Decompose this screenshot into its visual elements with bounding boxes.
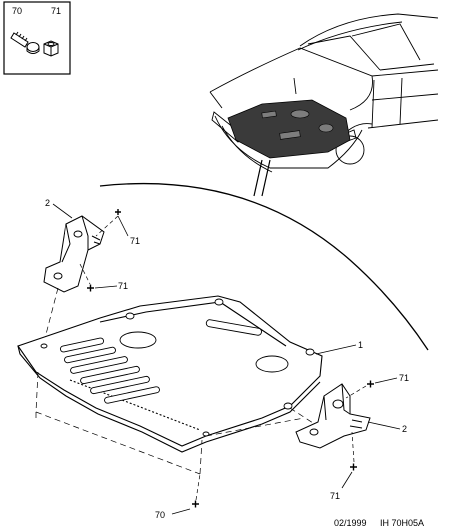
skid-plate-louvres xyxy=(59,319,262,404)
callout-bracket-top: 2 xyxy=(45,198,50,208)
dash-right-screw-1 xyxy=(345,385,367,399)
car-leader xyxy=(253,159,271,197)
dash-bracket-top-to-screw xyxy=(79,263,91,285)
dash-bracket-top-screw xyxy=(95,215,119,237)
leader-front-fixing xyxy=(171,508,191,515)
watermark-line-1: WWW.ILCATS.RU xyxy=(290,166,397,181)
footer-date: 02/1999 xyxy=(334,518,367,528)
leader-skid-plate xyxy=(315,344,357,355)
section-arc xyxy=(99,183,429,351)
screw-cross-top-2 xyxy=(87,284,94,292)
inset-ref-71: 71 xyxy=(51,6,61,16)
skid-plate-fixing-bosses xyxy=(40,298,315,437)
inset-ref-70: 70 xyxy=(12,6,22,16)
callout-screw-top-1: 71 xyxy=(130,236,140,246)
bracket-top-part xyxy=(43,215,105,293)
callout-screw-right-1: 71 xyxy=(399,373,409,383)
callout-skid-plate: 1 xyxy=(358,340,363,350)
leader-screw-right-1 xyxy=(374,377,398,384)
nut-icon xyxy=(43,40,59,57)
callout-screw-top-2: 71 xyxy=(118,281,128,291)
leader-bracket-right xyxy=(367,421,401,430)
callout-front-fixing: 70 xyxy=(155,510,165,520)
bracket-right-part xyxy=(295,383,371,449)
screw-cross-right-1 xyxy=(367,380,374,388)
screw-cross-right-2 xyxy=(350,463,357,471)
fastener-inset: 70 71 xyxy=(3,1,71,75)
bolt-icon xyxy=(10,31,40,54)
leader-screw-top-1 xyxy=(117,215,129,237)
screw-cross-front xyxy=(192,500,199,508)
skid-plate-openings xyxy=(119,331,289,373)
callout-bracket-right: 2 xyxy=(402,424,407,434)
watermark-line-2: 16.17 15.05.2025 xyxy=(290,180,391,195)
dash-right-screw-2 xyxy=(351,431,355,463)
inset-frame xyxy=(3,1,71,75)
undertray-openings xyxy=(261,109,334,140)
dash-front-fixing xyxy=(195,473,201,501)
leader-bracket-top xyxy=(52,203,73,219)
car-undertray-highlight xyxy=(227,99,351,159)
leader-screw-top-2 xyxy=(94,285,118,289)
callout-screw-right-2: 71 xyxy=(330,491,340,501)
screw-cross-top-1 xyxy=(115,209,121,215)
skid-plate xyxy=(17,295,323,453)
footer-ref: IH 70H05A xyxy=(380,518,424,528)
leader-screw-right-2 xyxy=(341,471,353,489)
